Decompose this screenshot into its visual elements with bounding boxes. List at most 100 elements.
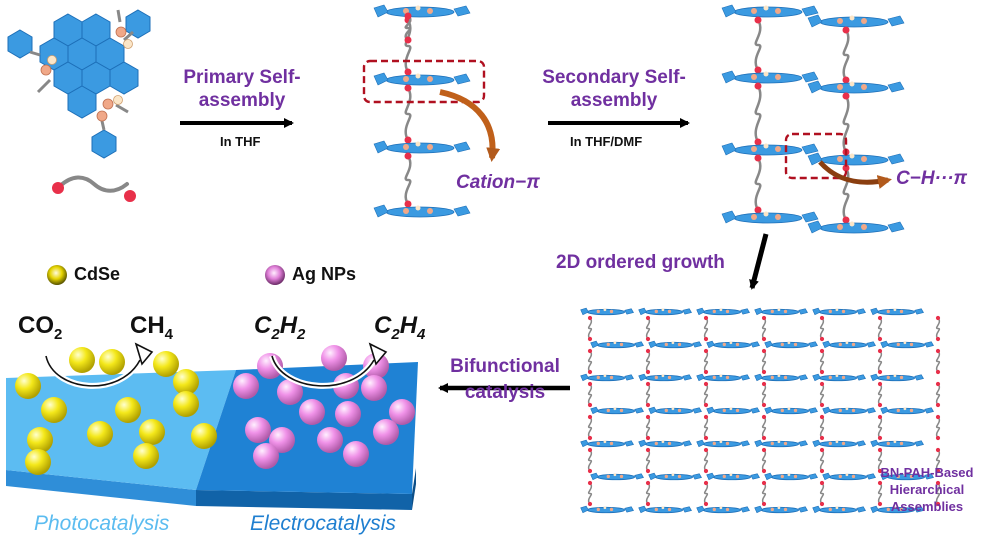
linker-chain: [819, 480, 825, 507]
linker-chain: [761, 315, 767, 342]
bifunctional-line1: Bifunctional: [450, 356, 560, 377]
ch-pi-highlight-box: [784, 132, 848, 180]
ag-nanoparticle: [257, 353, 283, 379]
linker-chain: [761, 414, 767, 441]
cdse-nanoparticle: [139, 419, 165, 445]
linker-chain: [819, 447, 825, 474]
stacked-molecule: [764, 406, 818, 415]
cation-pi-arrow: [439, 89, 501, 162]
stacked-molecule: [638, 505, 692, 514]
co2-arrow-head: [134, 342, 154, 366]
secondary-assembly: [721, 4, 905, 234]
linker-chain: [842, 26, 850, 84]
stacked-molecule: [648, 406, 702, 415]
ag-nanoparticle: [321, 345, 347, 371]
c2h2-label: C2H2: [254, 312, 306, 343]
ag-nanoparticle: [363, 353, 389, 379]
photocatalysis-label: Photocatalysis: [34, 512, 170, 535]
cdse-legend-swatch: [47, 265, 67, 285]
co2-label: CO2: [18, 312, 63, 343]
assembly-label-line3: Assemblies: [890, 499, 964, 514]
linker-chain: [404, 12, 412, 44]
linker-chain: [703, 480, 709, 507]
ag-legend-swatch: [265, 265, 285, 285]
linker-chain: [587, 447, 593, 474]
cdse-nanoparticle: [115, 397, 141, 423]
linker-chain: [877, 447, 883, 474]
linker-chain: [819, 348, 825, 375]
linker-chain: [703, 381, 709, 408]
linker-chain: [703, 348, 709, 375]
stacked-molecule: [822, 472, 876, 481]
cdse-nanoparticle: [15, 373, 41, 399]
linker-chain: [754, 16, 762, 74]
linker-chain: [703, 315, 709, 342]
linker-chain: [754, 154, 762, 214]
linker-chain: [587, 315, 593, 342]
stacked-molecule: [706, 406, 760, 415]
stacked-molecule: [706, 472, 760, 481]
ag-nanoparticle: [299, 399, 325, 425]
linker-chain: [935, 381, 941, 408]
stacked-molecule: [580, 439, 634, 448]
linker-chain: [645, 414, 651, 441]
primary-step-label: Primary Self- assembly: [172, 66, 312, 112]
bifunctional-label: Bifunctional catalysis: [440, 354, 570, 406]
ch-pi-arrow: [818, 160, 892, 189]
stacked-molecule: [373, 72, 471, 86]
stacked-molecule: [580, 307, 634, 316]
stacked-molecule: [880, 340, 934, 349]
ag-nanoparticle: [335, 401, 361, 427]
secondary-solvent: In THF/DMF: [570, 134, 643, 149]
linker-chain: [587, 480, 593, 507]
stacked-molecule: [764, 472, 818, 481]
growth-arrow: [749, 233, 769, 290]
stacked-molecule: [696, 307, 750, 316]
2d-hierarchical-lattice: [580, 307, 941, 514]
ag-nanoparticle: [269, 427, 295, 453]
ag-nanoparticle: [361, 375, 387, 401]
linker-chain: [935, 414, 941, 441]
growth-label: 2D ordered growth: [556, 252, 725, 273]
cdse-nanoparticle: [191, 423, 217, 449]
linker-chain: [877, 348, 883, 375]
cdse-nanoparticle: [41, 397, 67, 423]
cation-pi-label: Cation−π: [456, 172, 540, 193]
ag-nanoparticle: [233, 373, 259, 399]
co2-reaction-arrow: [43, 344, 148, 389]
c2h2-reaction-arrow: [269, 354, 377, 389]
primary-step-line1: Primary Self-: [183, 67, 301, 88]
stacked-molecule: [721, 142, 819, 156]
stacked-molecule: [696, 505, 750, 514]
stacked-molecule: [870, 505, 924, 514]
ag-nanoparticle: [389, 399, 415, 425]
linker-chain: [761, 480, 767, 507]
stacked-molecule: [807, 220, 905, 234]
primary-assembly: [373, 4, 471, 218]
stacked-molecule: [870, 307, 924, 316]
ag-nanoparticle: [317, 427, 343, 453]
stacked-molecule: [648, 472, 702, 481]
ag-nanoparticle: [245, 417, 271, 443]
stacked-molecule: [373, 4, 471, 18]
stacked-molecule: [812, 373, 866, 382]
linker-chain: [935, 447, 941, 474]
stacked-molecule: [754, 307, 808, 316]
linker-chain: [819, 381, 825, 408]
stacked-molecule: [880, 472, 934, 481]
stacked-molecule: [373, 140, 471, 154]
stacked-molecule: [696, 439, 750, 448]
ch4-label: CH4: [130, 312, 174, 343]
linker-chain: [703, 447, 709, 474]
secondary-step-line1: Secondary Self-: [542, 67, 686, 88]
secondary-step-label: Secondary Self- assembly: [528, 66, 700, 112]
assembly-label: BN-PAH-Based Hierarchical Assemblies: [868, 464, 986, 515]
stacked-molecule: [812, 439, 866, 448]
c2h4-label: C2H4: [374, 312, 426, 343]
linker-chain: [645, 381, 651, 408]
stacked-molecule: [590, 406, 644, 415]
primary-step-line2: assembly: [198, 90, 286, 111]
assembly-label-line2: Hierarchical: [889, 482, 965, 497]
cdse-legend-label: CdSe: [74, 264, 121, 284]
stacked-molecule: [706, 340, 760, 349]
